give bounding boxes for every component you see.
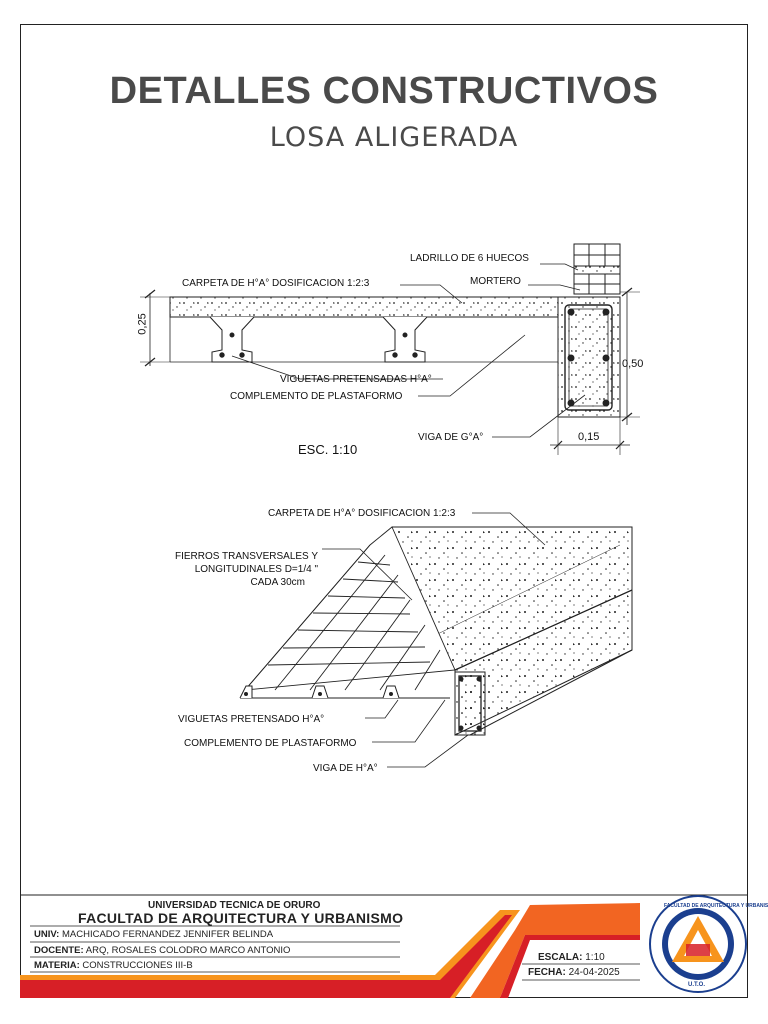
dim-beam-height: 0,50 (622, 358, 644, 370)
label-ladrillo: LADRILLO DE 6 HUECOS (410, 253, 529, 264)
ladrillo-6-huecos (573, 243, 621, 295)
tb-fecha-label: FECHA: (528, 967, 566, 978)
tb-docente-value: ARQ, ROSALES COLODRO MARCO ANTONIO (85, 945, 291, 956)
iso-label-complemento: COMPLEMENTO DE PLASTAFORMO (184, 738, 357, 749)
faculty-logo (649, 895, 747, 993)
faculty-name: FACULTAD DE ARQUITECTURA Y URBANISMO (78, 910, 404, 926)
iso-label-viguetas: VIGUETAS PRETENSADO H°A° (178, 714, 325, 725)
tb-escala-label: ESCALA: (538, 952, 583, 963)
logo-text: FACULTAD DE ARQUITECTURA Y URBANISMO (664, 903, 768, 909)
tb-fecha: FECHA: 24-04-2025 (528, 967, 620, 978)
tb-docente-label: DOCENTE: (34, 945, 84, 956)
title-block (20, 894, 748, 998)
page-title: DETALLES CONSTRUCTIVOS (109, 70, 659, 112)
label-carpeta: CARPETA DE H°A° DOSIFICACION 1:2:3 (182, 278, 370, 289)
rebar-mesh (243, 526, 456, 691)
tb-fecha-value: 24-04-2025 (568, 967, 620, 978)
scale-label: ESC. 1:10 (298, 442, 358, 457)
dim-slab-height: 0,25 (136, 313, 149, 335)
university-name: UNIVERSIDAD TECNICA DE ORURO (148, 900, 321, 911)
tb-univ-row: UNIV: MACHICADO FERNANDEZ JENNIFER BELIN… (34, 929, 273, 940)
tb-escala: ESCALA: 1:10 (538, 952, 605, 963)
isometric-detail (239, 512, 633, 768)
tb-univ-value: MACHICADO FERNANDEZ JENNIFER BELINDA (61, 929, 274, 940)
tb-materia-row: MATERIA: CONSTRUCCIONES III-B (34, 960, 193, 971)
label-viguetas: VIGUETAS PRETENSADAS H°A° (280, 374, 432, 385)
dim-beam-width: 0,15 (578, 431, 600, 443)
tb-materia-value: CONSTRUCCIONES III-B (82, 960, 193, 971)
tb-docente-row: DOCENTE: ARQ, ROSALES COLODRO MARCO ANTO… (34, 945, 290, 956)
page-subtitle: LOSA ALIGERADA (269, 122, 519, 153)
label-complemento: COMPLEMENTO DE PLASTAFORMO (230, 391, 403, 402)
iso-label-carpeta: CARPETA DE H°A° DOSIFICACION 1:2:3 (268, 508, 456, 519)
label-viga: VIGA DE G°A° (418, 432, 484, 443)
iso-label-fierros-1: FIERROS TRANSVERSALES Y (174, 551, 318, 562)
iso-label-fierros-2: LONGITUDINALES D=1/4 " (194, 564, 318, 575)
iso-label-viga: VIGA DE H°A° (313, 763, 378, 774)
vigueta-right (382, 316, 428, 363)
iso-label-fierros-3: CADA 30cm (250, 577, 305, 588)
label-mortero: MORTERO (470, 276, 521, 287)
vigueta-left (209, 316, 255, 363)
tb-materia-label: MATERIA: (34, 960, 80, 971)
tb-univ-label: UNIV: (34, 929, 60, 940)
logo-abbr: U.T.O. (688, 982, 706, 988)
tb-escala-value: 1:10 (585, 952, 605, 963)
section-detail (140, 243, 640, 455)
